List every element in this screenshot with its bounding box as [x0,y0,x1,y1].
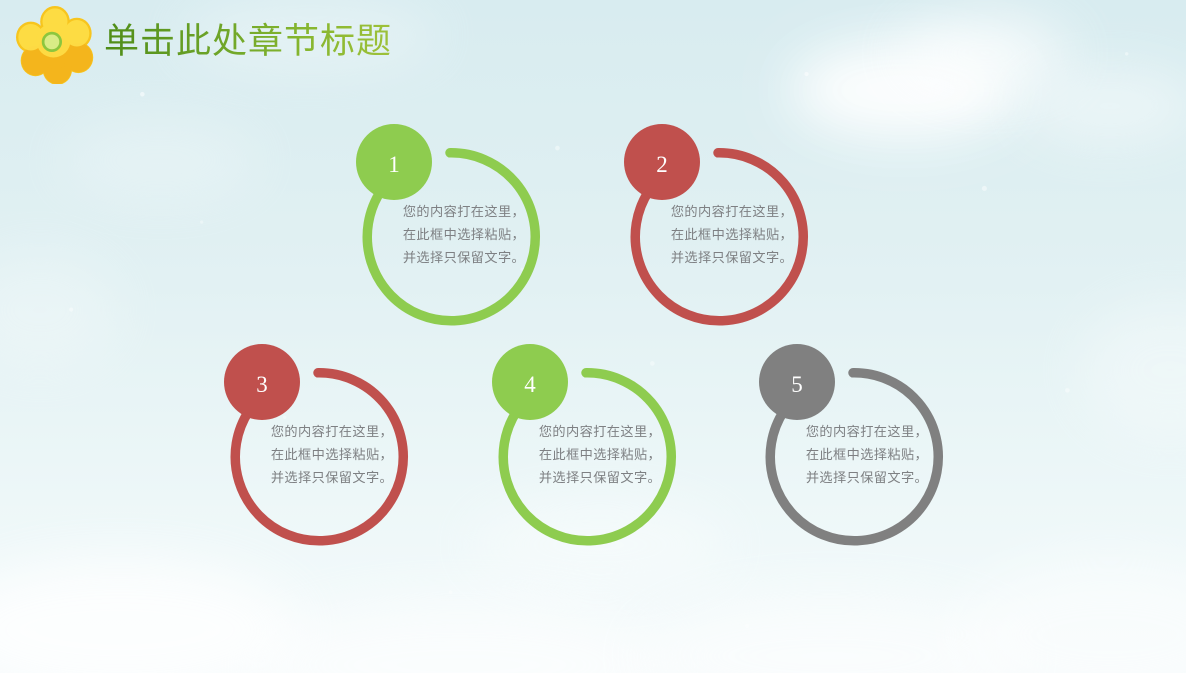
item-text-line: 您的内容打在这里， [402,204,526,219]
list-item[interactable]: 4 您的内容打在这里， 在此框中选择粘贴， 并选择只保留文字。 [492,344,702,554]
ring-arc [230,368,408,546]
item-text-line: 并选择只保留文字。 [538,470,662,485]
item-text-line: 在此框中选择粘贴， [538,447,662,462]
page-title: 单击此处章节标题 [104,19,392,65]
list-item[interactable]: 5 您的内容打在这里， 在此框中选择粘贴， 并选择只保留文字。 [759,344,969,554]
item-number-bubble[interactable]: 5 [759,344,835,420]
item-number: 4 [524,371,536,397]
item-text-line: 并选择只保留文字。 [402,250,526,265]
item-text-line: 在此框中选择粘贴， [270,447,394,462]
ring-arc [362,148,540,326]
item-text: 您的内容打在这里， 在此框中选择粘贴， 并选择只保留文字。 [787,420,947,489]
list-item[interactable]: 3 您的内容打在这里， 在此框中选择粘贴， 并选择只保留文字。 [224,344,434,554]
item-number: 3 [256,371,268,397]
item-text-line: 您的内容打在这里， [270,424,394,439]
item-text-line: 您的内容打在这里， [670,204,794,219]
item-text-line: 您的内容打在这里， [538,424,662,439]
item-text-line: 并选择只保留文字。 [805,470,929,485]
item-text-line: 在此框中选择粘贴， [402,227,526,242]
item-number: 2 [656,151,668,177]
item-text-line: 并选择只保留文字。 [670,250,794,265]
ring-arc [498,368,676,546]
item-text: 您的内容打在这里， 在此框中选择粘贴， 并选择只保留文字。 [520,420,680,489]
item-number: 5 [791,371,803,397]
flower-icon [16,6,94,84]
item-text: 您的内容打在这里， 在此框中选择粘贴， 并选择只保留文字。 [384,200,544,269]
item-text-line: 在此框中选择粘贴， [805,447,929,462]
list-item[interactable]: 1 您的内容打在这里， 在此框中选择粘贴， 并选择只保留文字。 [356,124,566,334]
item-text-line: 在此框中选择粘贴， [670,227,794,242]
ring-arc [630,148,808,326]
list-item[interactable]: 2 您的内容打在这里， 在此框中选择粘贴， 并选择只保留文字。 [624,124,834,334]
ring-arc [765,368,943,546]
item-text-line: 并选择只保留文字。 [270,470,394,485]
item-number: 1 [388,151,400,177]
item-number-bubble[interactable]: 2 [624,124,700,200]
item-number-bubble[interactable]: 1 [356,124,432,200]
item-text: 您的内容打在这里， 在此框中选择粘贴， 并选择只保留文字。 [252,420,412,489]
item-number-bubble[interactable]: 3 [224,344,300,420]
item-text-line: 您的内容打在这里， [805,424,929,439]
item-number-bubble[interactable]: 4 [492,344,568,420]
slide-header: 单击此处章节标题 [0,0,1186,90]
item-text: 您的内容打在这里， 在此框中选择粘贴， 并选择只保留文字。 [652,200,812,269]
